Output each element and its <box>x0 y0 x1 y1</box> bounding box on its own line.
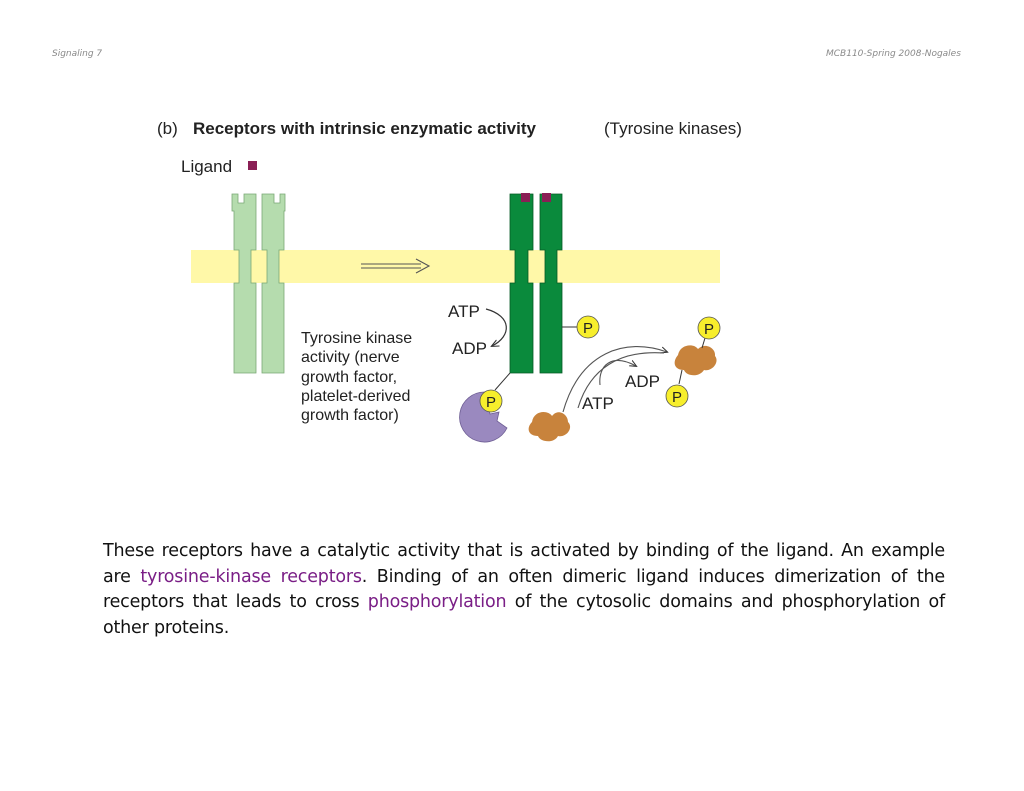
substrate-protein <box>528 412 571 442</box>
figure-title: Receptors with intrinsic enzymatic activ… <box>193 119 536 138</box>
phosphate-label: P <box>704 321 714 338</box>
phosphorylation-arrow <box>562 346 667 413</box>
adp-label: ADP <box>625 372 660 391</box>
inactive-receptor-monomers <box>231 193 286 374</box>
bound-ligand <box>542 193 551 202</box>
body-text-part: . Binding of an often dimeric ligand ind… <box>103 566 945 613</box>
body-text-part: These receptors have a catalytic activit… <box>103 541 945 587</box>
atp-to-adp-arrow <box>485 308 507 346</box>
caption-line: activity (nerve <box>301 349 400 366</box>
body-paragraph: These receptors have a catalytic activit… <box>103 539 945 641</box>
slide-header-left: Signaling 7 <box>52 49 103 59</box>
atp-label: ATP <box>448 302 480 321</box>
phosphate-circle <box>479 389 503 413</box>
adaptor-protein <box>459 391 508 443</box>
figure-caption: Tyrosine kinase activity (nerve growth f… <box>301 330 412 424</box>
phosphate-label: P <box>583 320 593 337</box>
figure-panel-label: (b) <box>157 119 178 138</box>
phosphate-circle <box>576 315 600 339</box>
highlighted-term: tyrosine-kinase receptors <box>140 566 362 587</box>
phosphorylated-substrate <box>674 345 717 376</box>
slide-header-right: MCB110-Spring 2008-Nogales <box>826 49 961 59</box>
dimerization-arrow <box>361 258 431 274</box>
atp-to-adp-arrow <box>599 361 636 386</box>
phosphate-circle <box>665 384 689 408</box>
phosphate-link <box>494 372 511 391</box>
caption-line: growth factor, <box>301 369 397 386</box>
atp-label: ATP <box>582 394 614 413</box>
phosphate-link <box>678 369 683 385</box>
ligand-legend-swatch <box>248 161 257 170</box>
body-text-part: of the cytosolic domains and phosphoryla… <box>103 592 945 638</box>
ligand-label: Ligand <box>181 157 232 176</box>
active-receptor-dimer <box>509 193 563 374</box>
phosphate-label: P <box>486 394 496 411</box>
caption-line: Tyrosine kinase <box>301 330 412 347</box>
adp-label: ADP <box>452 339 487 358</box>
phosphate-circle <box>697 316 721 340</box>
caption-line: growth factor) <box>301 407 399 424</box>
bound-ligand <box>521 193 530 202</box>
phosphorylation-arrow <box>577 352 665 409</box>
phosphate-link <box>701 337 706 349</box>
phosphate-label: P <box>672 389 682 406</box>
caption-line: platelet-derived <box>301 388 410 405</box>
figure-subtitle: (Tyrosine kinases) <box>604 119 742 138</box>
highlighted-term: phosphorylation <box>367 592 507 612</box>
